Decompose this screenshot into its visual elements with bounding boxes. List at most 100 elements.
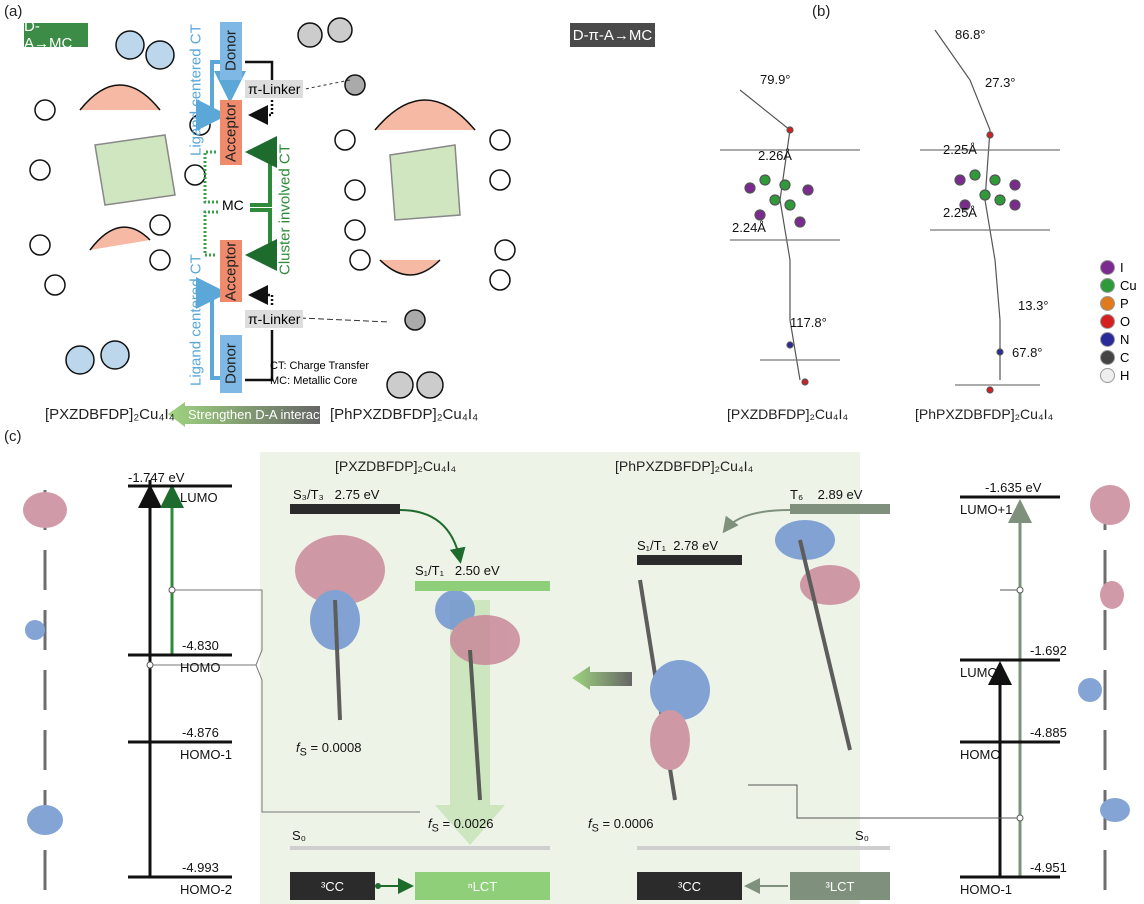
fs-symbol: f (588, 816, 592, 831)
legend-label: I (1120, 259, 1124, 275)
fs-value-3: fS = 0.0006 (588, 816, 654, 835)
legend-item-o: O (1100, 312, 1137, 330)
pi-linker-bottom: π-Linker (245, 310, 304, 328)
structure-b-right (920, 29, 1060, 394)
right-lumo1-name: LUMO+1 (960, 502, 1013, 517)
panel-c-title-right: [PhPXZDBFDP]₂Cu₄I₄ (615, 458, 754, 474)
structure-right-label: [PhPXZDBFDP]₂Cu₄I₄ (915, 406, 1054, 422)
angle-right-4: 67.8° (1012, 345, 1043, 360)
legend-label: P (1120, 295, 1129, 311)
lct3-box: ³LCT (790, 872, 890, 900)
legend-item-p: P (1100, 294, 1137, 312)
s3t3-energy: 2.75 eV (334, 487, 380, 502)
fs-sub: S (431, 822, 439, 835)
s1t1-left-label: S₁/T₁ (415, 563, 444, 578)
da-mc-tag: D-A→MC (24, 18, 88, 52)
isc-arrow-left (399, 509, 466, 564)
left-lumo-name: LUMO (180, 490, 218, 505)
bond-right-2: 2.25Å (943, 205, 977, 220)
s1t1-right-state: S₁/T₁ 2.78 eV (637, 538, 718, 553)
right-homo1-name: HOMO-1 (960, 882, 1012, 897)
legend-label: O (1120, 313, 1131, 329)
atom-swatch-icon (1100, 295, 1115, 311)
left-homo1-energy: -4.876 (182, 725, 219, 740)
panel-a-label: (a) (4, 3, 23, 20)
fs-value-2: fS = 0.0026 (428, 816, 494, 835)
legend-item-h: H (1100, 366, 1137, 384)
left-homo1-name: HOMO-1 (180, 747, 232, 762)
t6-energy: 2.89 eV (817, 487, 863, 502)
energy-diagram-left (128, 480, 420, 879)
energy-diagram-right (748, 495, 1060, 879)
comparison-arrow (572, 666, 632, 690)
s3t3-label: S₃/T₃ (293, 487, 324, 502)
note-ct: CT: Charge Transfer (270, 360, 370, 372)
legend-label: Cu (1120, 277, 1137, 293)
bond-right-1: 2.25Å (943, 142, 977, 157)
atom-swatch-icon (1100, 259, 1115, 275)
structure-b-left (720, 89, 860, 386)
fs-number-1: 0.0008 (321, 740, 362, 755)
s1t1-left-energy: 2.50 eV (454, 563, 500, 578)
note-mc: MC: Metallic Core (270, 375, 358, 387)
nlct-box: ⁿLCT (415, 872, 550, 900)
fs-sub: S (591, 822, 599, 835)
panel-c-background (260, 452, 860, 904)
acceptor-box-top: Acceptor (220, 100, 242, 165)
angle-right-3: 13.3° (1018, 298, 1049, 313)
s3t3-bar (290, 504, 400, 514)
atom-swatch-icon (1100, 313, 1115, 329)
atom-swatch-icon (1100, 367, 1115, 383)
legend-label: H (1120, 367, 1130, 383)
right-homo1-energy: -4.951 (1030, 860, 1067, 875)
left-homo-name: HOMO (180, 660, 221, 675)
right-homo-name: HOMO (960, 747, 1001, 762)
s0-label-right: S₀ (855, 828, 870, 843)
acceptor-box-bottom: Acceptor (220, 240, 242, 302)
legend-label: C (1120, 349, 1130, 365)
panel-c-title-left: [PXZDBFDP]₂Cu₄I₄ (335, 458, 457, 474)
strengthen-arrow (168, 402, 320, 427)
s3t3-state: S₃/T₃ 2.75 eV (293, 487, 379, 502)
t6-state: T₆ 2.89 eV (790, 487, 862, 502)
right-lumo-energy: -1.692 (1030, 643, 1067, 658)
legend-item-n: N (1100, 330, 1137, 348)
panel-b-label: (b) (812, 3, 831, 20)
s1t1-left-state: S₁/T₁ 2.50 eV (415, 563, 500, 578)
t6-label: T₆ (790, 487, 804, 502)
s1t1-left-bar (415, 581, 550, 591)
structure-left-label: [PXZDBFDP]₂Cu₄I₄ (727, 406, 849, 422)
t6-bar (790, 504, 890, 514)
bond-left-2: 2.24Å (732, 220, 766, 235)
ct-arrows (196, 60, 391, 382)
angle-left-2: 117.8° (790, 315, 827, 330)
pi-linker-top: π-Linker (245, 80, 304, 98)
fs-value-1: fS = 0.0008 (296, 740, 362, 759)
compound-left-label: [PXZDBFDP]₂Cu₄I₄ (45, 406, 175, 423)
metallic-core-label: MC (222, 197, 244, 213)
donor-box-bottom: Donor (220, 335, 242, 393)
right-lumo-name: LUMO (960, 665, 998, 680)
legend-item-c: C (1100, 348, 1137, 366)
cluster-ct-label: Cluster involved CT (276, 144, 294, 276)
atom-swatch-icon (1100, 331, 1115, 347)
bond-left-1: 2.26Å (758, 148, 792, 163)
compound-right-label: [PhPXZDBFDP]₂Cu₄I₄ (330, 406, 479, 423)
ligand-ct-label-bottom: Ligand centered CT (187, 254, 205, 386)
left-homo2-name: HOMO-2 (180, 882, 232, 897)
legend-item-i: I (1100, 258, 1137, 276)
s1t1-right-energy: 2.78 eV (673, 538, 719, 553)
donor-box-top: Donor (220, 22, 242, 80)
left-lumo-energy: -1.747 eV (128, 470, 185, 485)
right-lumo1-energy: -1.635 eV (985, 480, 1042, 495)
fs-symbol: f (296, 740, 300, 755)
fs-sub: S (299, 746, 307, 759)
legend-label: N (1120, 331, 1130, 347)
isc-arrow-right (722, 509, 791, 534)
dpia-mc-tag: D-π-A→MC (570, 23, 655, 47)
strengthen-label: Strengthen D-A interaction (188, 407, 341, 422)
angle-right-1: 86.8° (955, 27, 986, 42)
fs-number-3: 0.0006 (613, 816, 654, 831)
right-homo-energy: -4.885 (1030, 725, 1067, 740)
